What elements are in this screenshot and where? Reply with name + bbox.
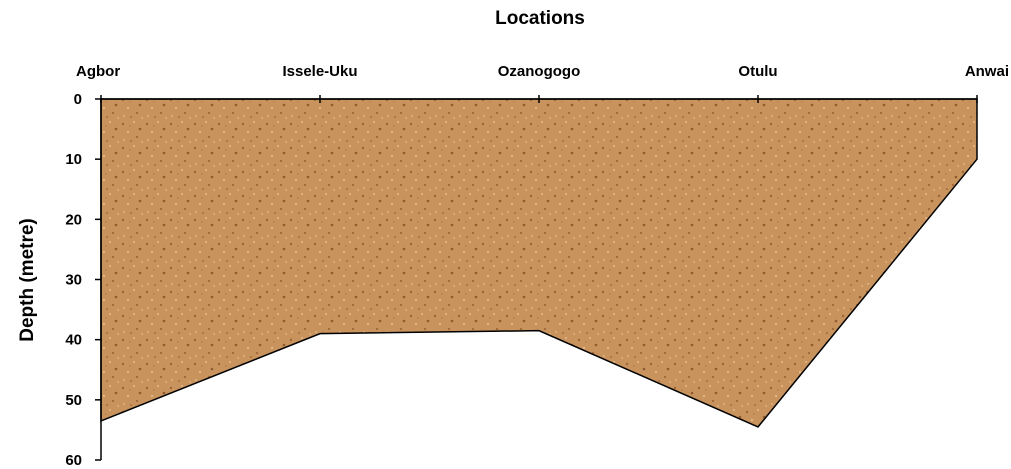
- chart-title: Locations: [495, 8, 585, 29]
- y-tick-label: 50: [65, 392, 82, 409]
- y-tick-label: 20: [65, 211, 82, 228]
- x-tick-label: Agbor: [76, 63, 120, 80]
- x-tick-label: Issele-Uku: [282, 63, 357, 80]
- x-tick-label: Otulu: [738, 63, 777, 80]
- y-tick-label: 0: [74, 91, 82, 108]
- y-axis-title: Depth (metre): [17, 218, 38, 342]
- depth-area: [101, 99, 977, 427]
- x-tick-label: Anwai: [965, 63, 1009, 80]
- y-tick-label: 60: [65, 452, 82, 469]
- y-tick-label: 10: [65, 151, 82, 168]
- y-ticks: 0 10 20 30 40 50 60: [65, 91, 101, 469]
- x-ticks: Agbor Issele-Uku Ozanogogo Otulu Anwai: [76, 63, 1009, 103]
- x-tick-label: Ozanogogo: [498, 63, 581, 80]
- y-tick-label: 40: [65, 332, 82, 349]
- y-tick-label: 30: [65, 272, 82, 289]
